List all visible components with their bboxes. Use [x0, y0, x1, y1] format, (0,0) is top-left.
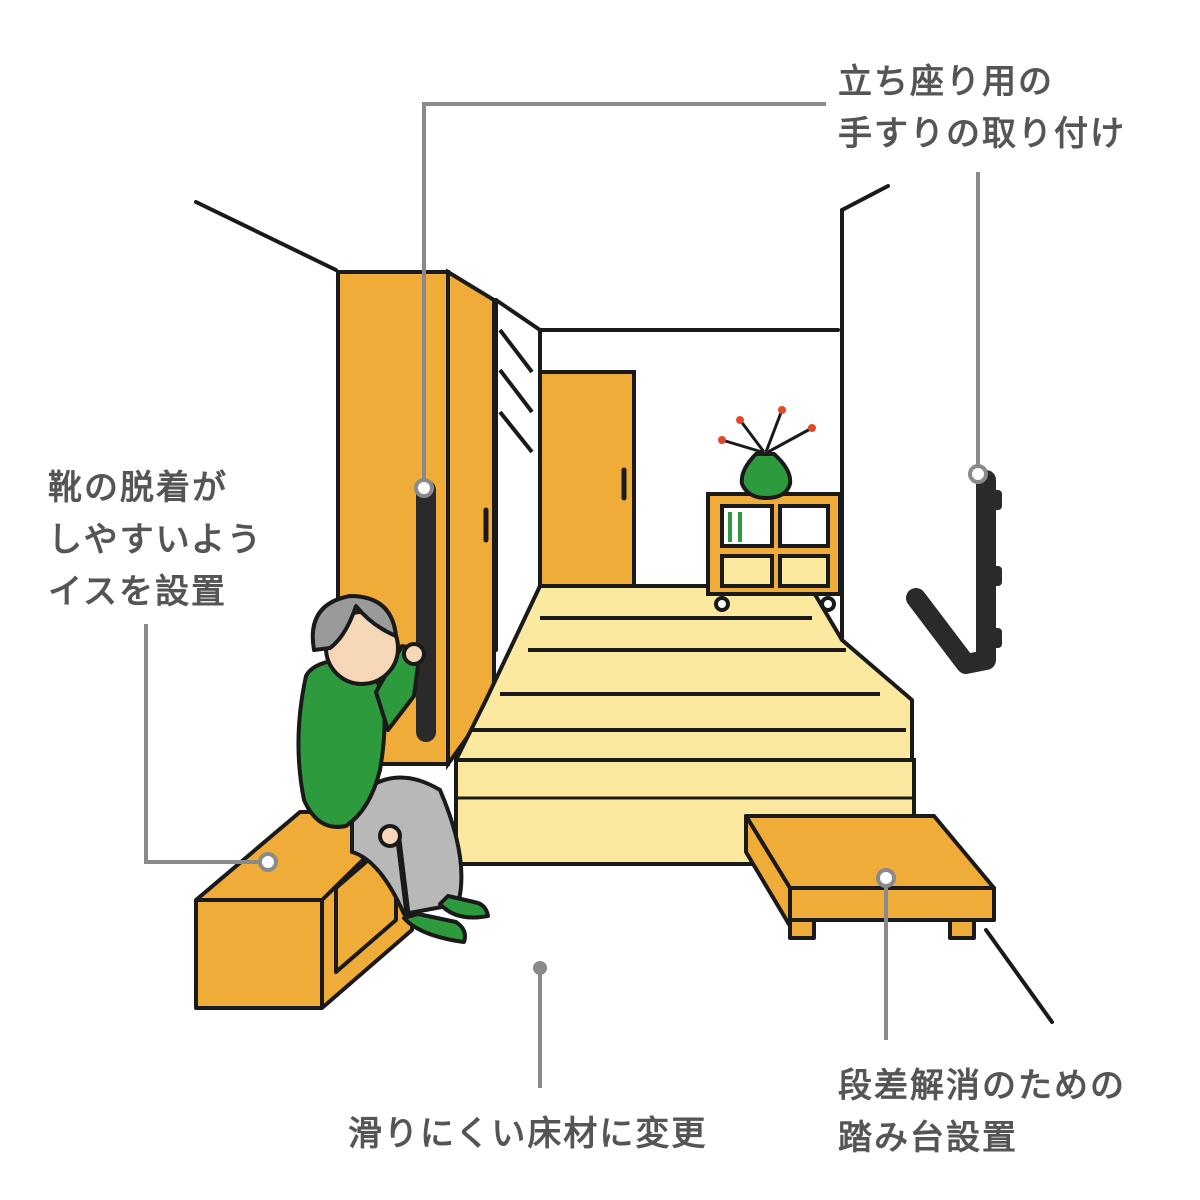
floor-annotation: 滑りにくい床材に変更 [348, 1108, 707, 1160]
handrail-annotation-line: 手すりの取り付け [838, 114, 1126, 154]
floor-annotation-line: 滑りにくい床材に変更 [348, 1114, 708, 1154]
marker-dot [533, 961, 547, 975]
step-annotation-line: 踏み台設置 [838, 1118, 1018, 1158]
bench-annotation-line: 靴の脱着が [48, 468, 228, 508]
corridor-ceiling [494, 298, 542, 332]
grab-bar-icon [906, 470, 996, 674]
leader-dots [258, 464, 988, 888]
bench-annotation: 靴の脱着が しやすいよう イスを設置 [48, 462, 263, 618]
bench-annotation-line: しやすいよう [48, 520, 263, 560]
grab-bar-icon [416, 480, 436, 742]
seated-woman [296, 594, 490, 944]
vase-icon [718, 406, 816, 501]
marker-dot [876, 868, 896, 888]
shelf-icon [706, 492, 842, 612]
low-floor-edge [984, 928, 1054, 1024]
step-stool-icon [744, 814, 996, 940]
handrail-annotation: 立ち座り用の 手すりの取り付け [838, 56, 1126, 160]
handrail-annotation-line: 立ち座り用の [838, 62, 1054, 102]
bench-annotation-line: イスを設置 [48, 572, 227, 612]
leader-bench [144, 624, 268, 864]
back-door [538, 370, 636, 588]
leader-lines [144, 102, 980, 1088]
hall-floor [454, 584, 914, 762]
step-annotation: 段差解消のための 踏み台設置 [838, 1060, 1126, 1164]
ceiling-edge-right [840, 184, 890, 212]
marker-dot [968, 464, 988, 484]
leader-handrail-left [422, 102, 826, 488]
ceiling-edge-left [194, 200, 338, 272]
step-annotation-line: 段差解消のための [838, 1066, 1126, 1106]
corridor-stripes [498, 328, 534, 454]
marker-dot [414, 478, 434, 498]
marker-dot [258, 852, 278, 872]
